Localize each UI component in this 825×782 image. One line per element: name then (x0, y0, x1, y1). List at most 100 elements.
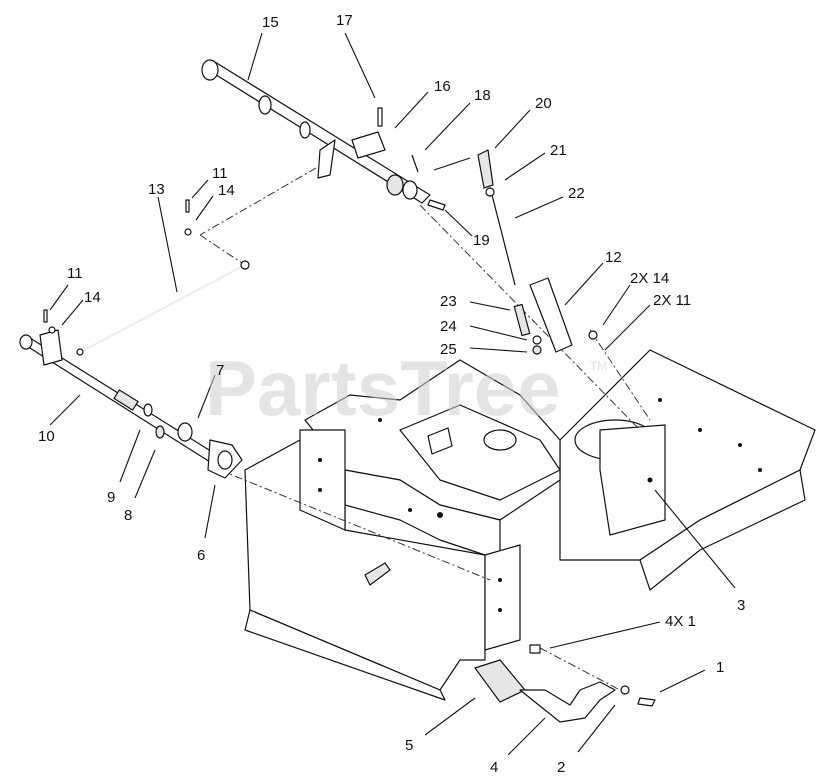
upper-shaft-collar (299, 121, 311, 139)
callout-11-upper: 11 (212, 165, 228, 182)
watermark: PartsTree (205, 344, 561, 432)
washer (155, 425, 165, 439)
leader-lines (49, 32, 736, 756)
lower-shaft-end (19, 334, 33, 350)
cotter-pin (185, 199, 190, 213)
lower-lift-shaft (19, 329, 243, 479)
link-rod (491, 194, 516, 286)
callout-4: 4 (490, 759, 498, 776)
adjustment-link (477, 149, 516, 286)
deck-rear-bracket (599, 424, 666, 536)
deck-frame (244, 349, 816, 701)
centerline (539, 647, 621, 691)
deck-cavity (399, 404, 561, 501)
callout-24: 24 (440, 318, 457, 335)
deck-front-lip (244, 609, 446, 701)
callout-25: 25 (440, 341, 457, 358)
bolt (637, 697, 656, 707)
hole (498, 578, 502, 582)
washer (620, 685, 630, 695)
clamp-bolt (377, 107, 383, 127)
hole (647, 477, 653, 483)
handle-grip (474, 659, 526, 703)
link-yoke (477, 149, 494, 189)
lower-shaft-sleeve (113, 389, 139, 411)
washer (532, 335, 542, 345)
shaft-clamp (351, 107, 386, 159)
upper-lift-shaft (201, 59, 431, 204)
callout-17: 17 (336, 12, 353, 29)
callout-2x14: 2X 14 (630, 270, 669, 287)
assembly-centerlines (199, 159, 651, 691)
callout-12: 12 (605, 249, 622, 266)
washer (177, 422, 193, 442)
callout-16: 16 (434, 78, 451, 95)
watermark-trademark: TM (590, 359, 607, 373)
deck-small-opening (483, 429, 517, 451)
handle-assembly (474, 644, 656, 723)
deck-left-bracket (299, 429, 346, 531)
flange-bearing-bore (217, 450, 233, 470)
callout-6: 6 (197, 547, 205, 564)
callout-15: 15 (262, 14, 279, 31)
link-nut (485, 187, 495, 197)
clevis-pin (411, 154, 419, 173)
callout-11-lower: 11 (67, 265, 83, 282)
callout-13: 13 (148, 181, 165, 198)
hole (408, 508, 412, 512)
lever-arm (529, 277, 573, 353)
callout-14-lower: 14 (84, 289, 101, 306)
centerline (199, 159, 331, 236)
callout-3: 3 (737, 597, 745, 614)
callout-9: 9 (107, 489, 115, 506)
callout-18: 18 (474, 87, 491, 104)
spring (513, 303, 531, 337)
upper-shaft-bushing (402, 180, 418, 200)
rod-end (240, 260, 250, 270)
callout-7: 7 (216, 362, 224, 379)
deck-right-bracket (484, 544, 521, 651)
centerline (589, 329, 651, 421)
callout-19: 19 (473, 232, 490, 249)
upper-shaft-collar (258, 95, 272, 115)
callout-2x11: 2X 11 (653, 292, 691, 309)
hole (437, 512, 443, 518)
lower-shaft-arm (39, 329, 63, 366)
connecting-rod (74, 260, 250, 356)
deck-slot-handle (364, 562, 391, 586)
deck-right-edge (639, 469, 806, 591)
cotter-pin (43, 309, 48, 323)
callout-4x1: 4X 1 (665, 613, 696, 630)
bolt (529, 644, 541, 654)
lift-lever (513, 277, 598, 355)
hole (498, 608, 502, 612)
rod-shaft-inner (74, 264, 246, 356)
hole (758, 468, 762, 472)
washer (76, 348, 84, 356)
centerline (199, 234, 246, 266)
callout-20: 20 (535, 95, 552, 112)
upper-shaft-bushing (386, 174, 404, 196)
washer (48, 326, 56, 334)
callout-21: 21 (550, 142, 567, 159)
upper-shaft-end (201, 59, 219, 81)
nut (532, 345, 542, 355)
washer (588, 330, 598, 340)
bolt (427, 199, 446, 211)
centerline (419, 204, 641, 431)
callout-2: 2 (557, 759, 565, 776)
hole (318, 488, 322, 492)
handle-bracket (519, 681, 616, 723)
callout-23: 23 (440, 293, 457, 310)
hole (658, 398, 662, 402)
upper-shaft-arm (317, 139, 336, 179)
washer (184, 228, 192, 236)
callout-labels: 15 17 16 18 20 21 22 19 12 2X 14 2X 11 2… (38, 12, 745, 776)
washer (143, 403, 153, 417)
deck-square-opening-left (427, 427, 453, 455)
centerline (219, 469, 491, 581)
callout-14-upper: 14 (218, 182, 235, 199)
callout-5: 5 (405, 737, 413, 754)
